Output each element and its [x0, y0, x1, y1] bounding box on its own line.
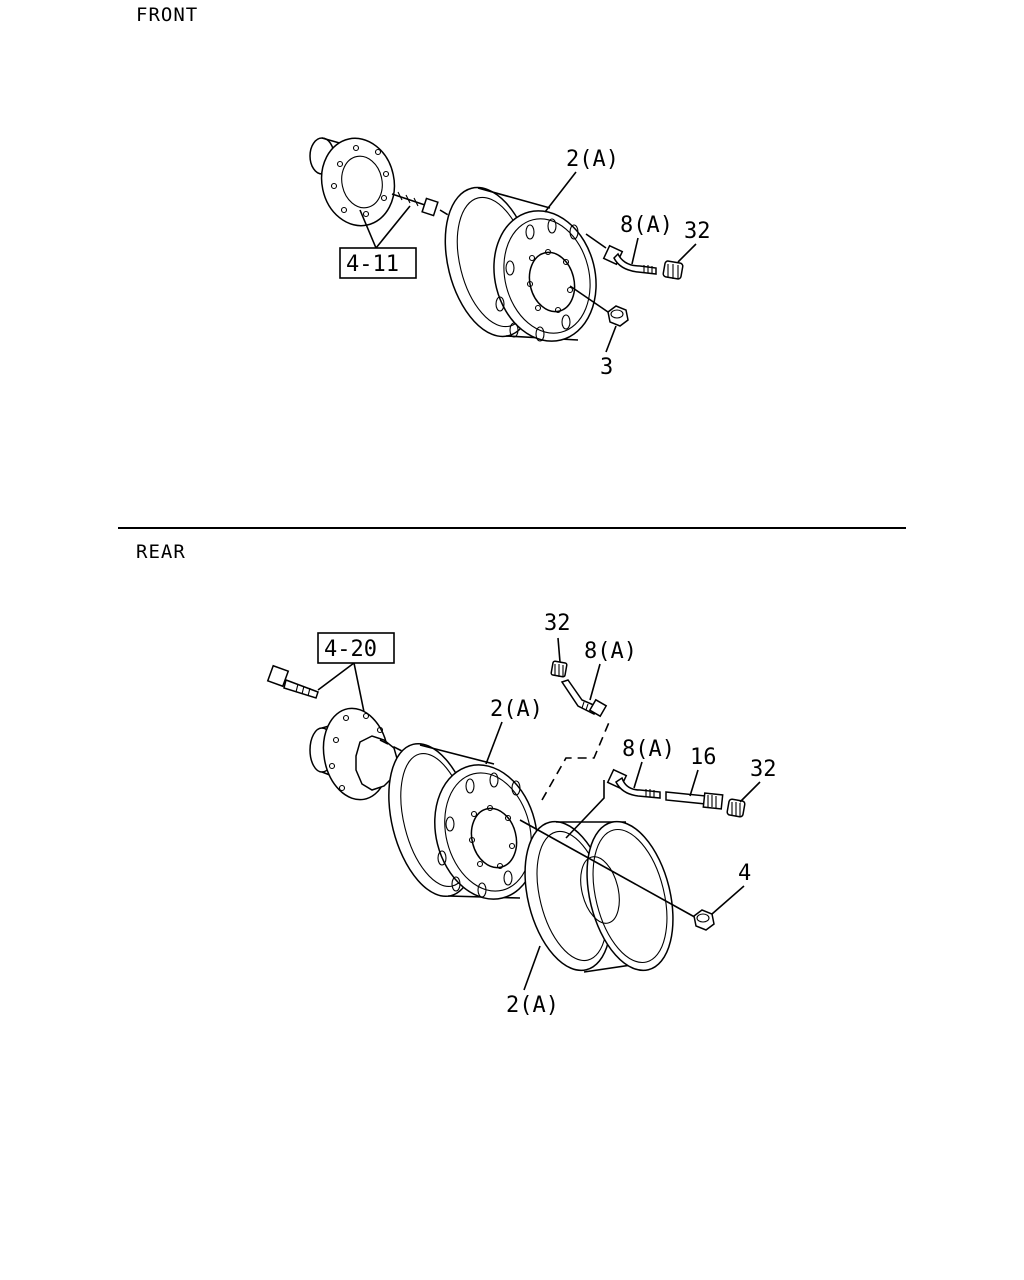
rear-ref-box-label: 4-20	[324, 637, 377, 662]
front-hub	[309, 137, 396, 227]
rear-inner-valve-cap	[726, 798, 746, 818]
svg-text:2(A): 2(A)	[566, 147, 619, 172]
front-ref-leaders	[359, 205, 411, 249]
front-wheel-nut	[607, 305, 629, 327]
svg-text:2(A): 2(A)	[506, 993, 559, 1018]
rear-valve-route-inner	[565, 780, 605, 839]
rear-valve-extension	[665, 791, 724, 810]
svg-text:2(A): 2(A)	[490, 697, 543, 722]
rear-callout-extension: 16	[689, 745, 717, 797]
rear-inner-valve	[606, 768, 661, 799]
rear-callout-inner-wheel: 2(A)	[485, 697, 543, 765]
rear-ref-box: 4-20	[317, 632, 395, 664]
front-ref-box: 4-11	[339, 247, 417, 279]
front-valve	[602, 244, 657, 275]
svg-text:16: 16	[690, 745, 717, 770]
rear-axis-line	[519, 819, 701, 921]
svg-text:3: 3	[600, 355, 613, 380]
rear-callout-outer-valve-cap: 32	[544, 611, 571, 663]
rear-callout-inner-valve: 8(A)	[622, 737, 675, 789]
svg-text:32: 32	[544, 611, 571, 636]
svg-text:32: 32	[684, 219, 711, 244]
front-callout-nut: 3	[600, 325, 617, 380]
section-title-front: FRONT	[136, 4, 198, 26]
front-valve-axis	[585, 233, 607, 249]
front-ref-box-label: 4-11	[346, 252, 399, 277]
front-callout-valve-cap: 32	[677, 219, 711, 263]
front-wheel	[444, 186, 597, 342]
front-valve-cap	[662, 260, 684, 280]
rear-hub	[309, 707, 399, 801]
rear-callout-outer-valve: 8(A)	[584, 639, 637, 701]
front-callout-valve: 8(A)	[620, 213, 673, 265]
rear-outer-valve-cap	[550, 660, 568, 678]
rear-inner-wheel	[388, 742, 538, 900]
rear-valve-route-outer	[541, 719, 611, 801]
svg-text:8(A): 8(A)	[620, 213, 673, 238]
rear-callout-outer-wheel: 2(A)	[506, 945, 559, 1018]
svg-text:8(A): 8(A)	[584, 639, 637, 664]
svg-text:4: 4	[738, 861, 751, 886]
rear-callout-nut: 4	[711, 861, 751, 915]
rear-wheel-nut	[693, 909, 715, 931]
svg-text:32: 32	[750, 757, 777, 782]
front-callout-wheel: 2(A)	[544, 147, 619, 213]
front-nut-axis	[569, 285, 609, 313]
front-hub-bolt	[391, 191, 439, 217]
rear-outer-valve	[560, 679, 608, 718]
svg-text:8(A): 8(A)	[622, 737, 675, 762]
rear-callout-inner-valve-cap: 32	[739, 757, 777, 803]
rear-ref-leaders	[317, 662, 365, 713]
rear-hub-bolt	[266, 664, 319, 699]
section-title-rear: REAR	[136, 541, 186, 563]
